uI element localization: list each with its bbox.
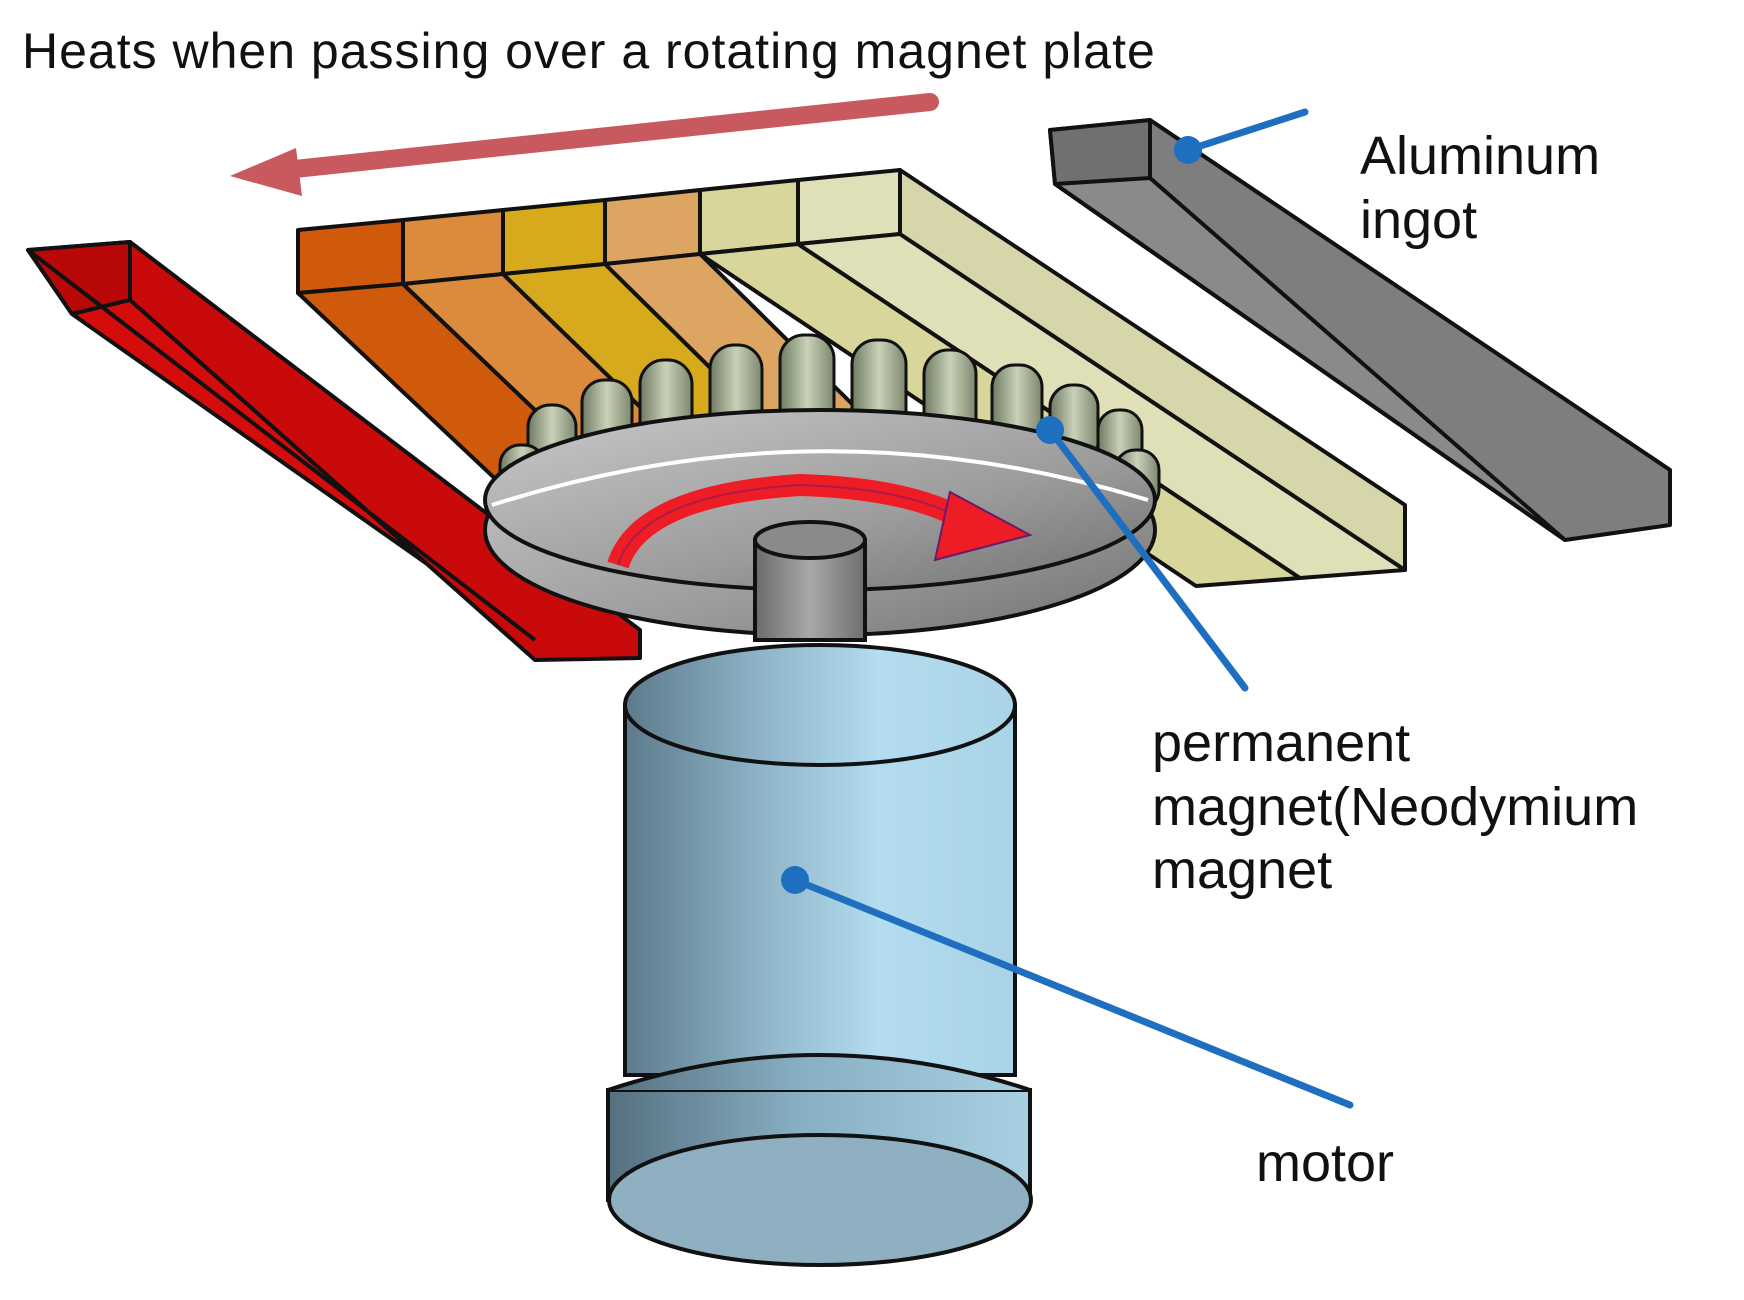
heat-direction-arrow [230,93,939,196]
magnet-leader-dot [1036,416,1064,444]
leader-lines [791,108,1354,1109]
aluminum-leader-dot [1174,136,1202,164]
diagram-title: Heats when passing over a rotating magne… [22,23,1156,79]
aluminum-ingot-label-line: Aluminum [1360,126,1601,186]
rotation-arrow [607,473,1033,569]
aluminum-ingot-label-line: ingot [1360,189,1478,250]
magnet-leader-line [1046,426,1249,692]
aluminum-ingot-label: Aluminum ingot [1360,125,1600,252]
aluminum-leader-line [1184,108,1309,154]
motor-label: motor [1256,1133,1395,1193]
permanent-magnet-label-line: magnet [1152,840,1333,901]
permanent-magnet-label: permanent magnet(Neodymium magnet [1152,712,1638,903]
permanent-magnet-label-line: permanent [1152,713,1411,773]
motor-shaft [753,520,867,642]
motor-leader-line [791,876,1354,1109]
aluminum-ingot [1048,118,1672,542]
motor-body [606,643,1033,1267]
motor-leader-dot [781,866,809,894]
permanent-magnet-label-line: magnet(Neodymium [1152,776,1639,837]
leader-dots [781,136,1202,894]
